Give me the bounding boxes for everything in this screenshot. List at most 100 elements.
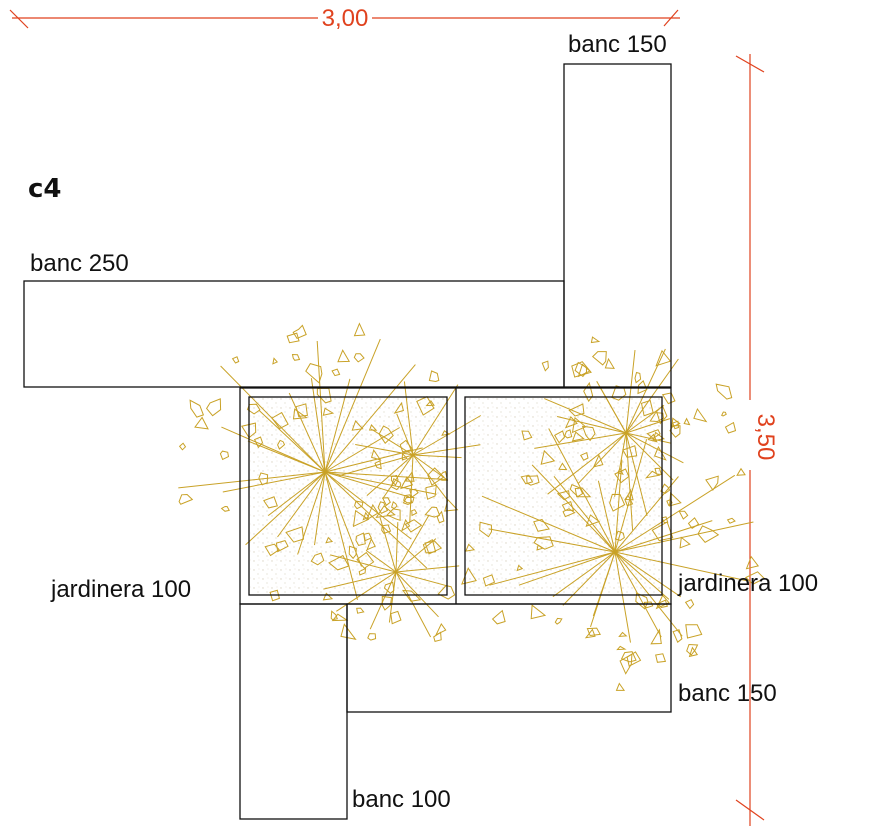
leaf-shape <box>316 387 332 404</box>
tree-canopy-right-top <box>534 348 684 531</box>
leaf-shape <box>683 417 691 426</box>
leaf-shape <box>390 477 402 491</box>
leaf-shape <box>365 503 379 521</box>
canopy-ray <box>544 398 627 434</box>
leaf-shape <box>541 360 549 372</box>
canopy-ray <box>267 471 326 516</box>
canopy-ray <box>409 454 414 524</box>
canopy-ray <box>412 454 462 459</box>
leaf-shape <box>536 544 544 551</box>
leaf-shape <box>271 411 289 430</box>
canopy-ray <box>614 439 648 553</box>
leaf-shape <box>618 631 628 637</box>
leaf-shape <box>721 411 727 417</box>
leaf-shape <box>736 467 746 476</box>
canopy-ray <box>614 521 754 553</box>
canopy-ray <box>625 348 666 434</box>
canopy-ray <box>178 471 326 489</box>
canopy-ray <box>614 474 736 553</box>
leaf-shape <box>178 442 187 451</box>
leaf-shape <box>292 408 308 420</box>
bench-100 <box>239 603 348 820</box>
canopy-ray <box>412 384 459 456</box>
leaf-shape <box>604 357 616 369</box>
leaf-shape <box>427 467 445 486</box>
canopy-ray <box>323 571 397 590</box>
canopy-ray <box>369 571 397 630</box>
leaf-shape <box>351 420 364 431</box>
leaf-shape <box>189 399 205 418</box>
leaf-shape <box>650 628 662 645</box>
canopy-ray <box>625 358 679 434</box>
leaf-shape <box>424 506 441 518</box>
leaf-shape <box>564 429 573 439</box>
label-banc-100: banc 100 <box>352 786 451 813</box>
leaf-shape <box>609 493 626 512</box>
leaf-shape <box>205 398 222 417</box>
leaf-shape <box>353 322 366 337</box>
canopy-ray <box>548 428 616 553</box>
canopy-ray <box>488 528 616 553</box>
leaf-shape <box>328 554 350 571</box>
leaf-shape <box>331 613 349 622</box>
canopy-ray <box>324 447 423 473</box>
leaf-shape <box>554 430 566 444</box>
leaf-shape <box>724 421 737 434</box>
leaf-shape <box>688 646 699 658</box>
vegetation <box>178 322 766 691</box>
leaf-shape <box>591 351 607 366</box>
leaf-shape <box>684 599 695 610</box>
leaf-shape <box>562 508 576 518</box>
canopy-ray <box>288 392 326 473</box>
leaf-shape <box>626 651 642 667</box>
leaf-shape <box>390 501 398 509</box>
leaf-shape <box>367 633 377 641</box>
canopy-ray <box>324 471 428 569</box>
leaf-shape <box>401 589 422 602</box>
leaf-shape <box>635 592 649 610</box>
leaf-shape <box>521 430 533 441</box>
canopy-ray <box>395 514 430 573</box>
label-jardinera-left: jardinera 100 <box>50 576 191 603</box>
canopy-ray <box>614 551 670 600</box>
furniture-outlines <box>23 63 672 820</box>
leaf-shape <box>381 595 393 611</box>
leaf-shape <box>479 521 493 538</box>
leaf-shape <box>637 380 648 395</box>
height-dimension-tick-top <box>735 55 765 73</box>
tree-canopy-small <box>323 514 460 638</box>
leaf-shape <box>619 653 633 675</box>
canopy-ray <box>395 565 460 573</box>
canopy-ray <box>625 350 636 434</box>
leaf-shape <box>220 505 230 512</box>
leaf-shape <box>482 574 496 587</box>
canopy-ray <box>625 432 634 531</box>
label-banc-150-bottom: banc 150 <box>678 680 777 707</box>
leaf-shape <box>381 497 391 507</box>
leaf-shape <box>437 585 456 600</box>
leaf-shape <box>611 385 627 401</box>
canopy-ray <box>614 551 681 598</box>
leaf-shape <box>464 543 476 552</box>
canopy-ray <box>556 416 627 434</box>
leaf-shape <box>556 490 571 501</box>
leaf-shape <box>558 462 568 471</box>
width-dimension-tick-left <box>9 9 29 29</box>
bench-150-vertical <box>563 63 672 388</box>
leaf-shape <box>533 518 550 532</box>
canopy-ray <box>534 432 627 449</box>
leaf-shape <box>422 538 437 554</box>
canopy-ray <box>614 551 631 643</box>
leaf-shape <box>564 416 578 429</box>
leaf-shape <box>574 361 588 378</box>
leaf-shape <box>424 540 443 555</box>
leaf-shape <box>354 500 364 510</box>
canopy-ray <box>403 381 414 456</box>
leaf-shape <box>744 571 766 585</box>
leaf-shape <box>390 474 399 486</box>
leaf-shape <box>571 416 587 434</box>
leaf-shape <box>561 501 575 511</box>
leaf-shape <box>401 452 408 461</box>
label-banc-250: banc 250 <box>30 250 129 277</box>
